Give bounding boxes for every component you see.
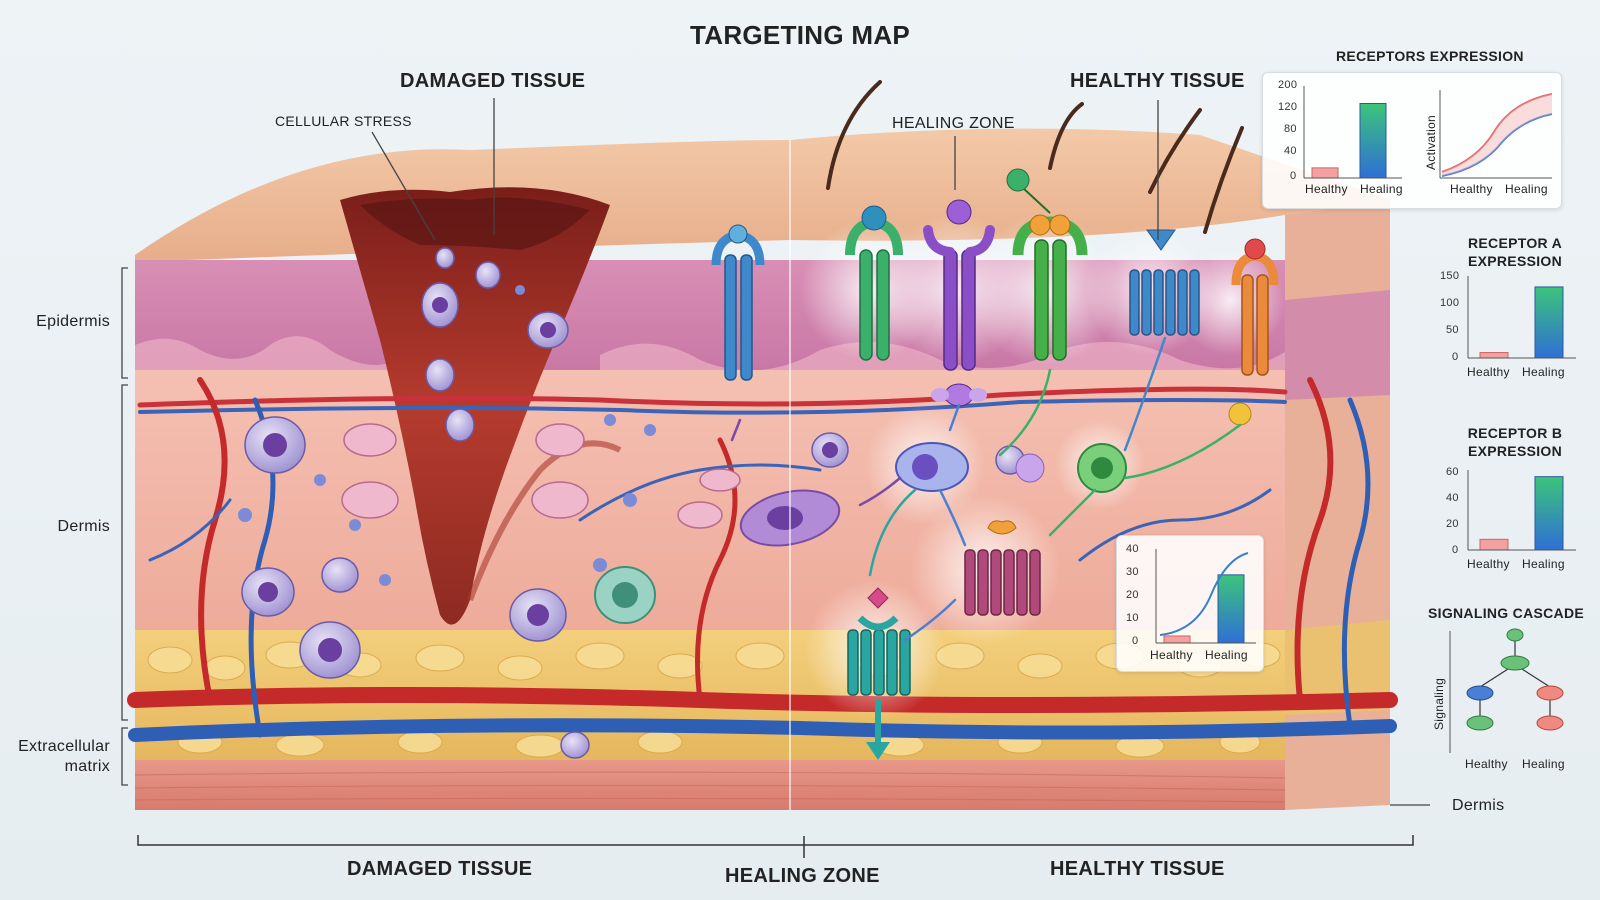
cascade-node-left-bottom: [1466, 715, 1494, 731]
layer-brackets: [121, 267, 128, 786]
inset-tick-30: 30: [1126, 566, 1139, 578]
rec-tick-120: 120: [1278, 101, 1298, 113]
bottom-healthy-tissue-label: HEALTHY TISSUE: [1050, 858, 1225, 880]
rb-tick-20: 20: [1446, 518, 1459, 530]
inset-cat-healthy: Healthy: [1150, 648, 1193, 662]
signaling-cascade-title: SIGNALING CASCADE: [1428, 605, 1584, 621]
figure-title: TARGETING MAP: [690, 20, 911, 50]
receptor-b-chart: [1467, 470, 1576, 551]
receptor-a-title-line1: RECEPTOR A: [1467, 235, 1562, 251]
inset-cat-healing: Healing: [1205, 648, 1248, 662]
receptor-gpcr-magenta: [964, 520, 1041, 616]
rb-tick-0: 0: [1452, 544, 1459, 556]
receptors-expression-title: RECEPTORS EXPRESSION: [1336, 48, 1524, 64]
cascade-node-top: [1506, 628, 1524, 642]
receptor-gpcr-teal: [847, 587, 911, 760]
zone-bracket: [137, 835, 1414, 858]
inset-bar-healthy: [1163, 635, 1191, 644]
cascade-node-left: [1466, 685, 1494, 701]
healing-zone-label: HEALING ZONE: [892, 115, 1015, 132]
bottom-damaged-tissue-label: DAMAGED TISSUE: [347, 858, 533, 880]
healthy-tissue-label: HEALTHY TISSUE: [1070, 70, 1245, 92]
inset-tick-10: 10: [1126, 612, 1139, 624]
inset-trend-curve: [1159, 552, 1249, 636]
ra-cat-healing: Healing: [1522, 365, 1565, 379]
signaling-cascade-diagram: [1449, 628, 1564, 753]
receptor-gpcr-blue: [1129, 229, 1200, 336]
receptor-a-title-line2: EXPRESSION: [1467, 253, 1563, 269]
damaged-tissue-label: DAMAGED TISSUE: [400, 70, 586, 92]
cellular-stress-label: CELLULAR STRESS: [275, 113, 412, 129]
receptor-b-bar-healing: [1534, 476, 1564, 551]
rec-tick-80: 80: [1284, 123, 1297, 135]
inset-chart: [1155, 549, 1256, 644]
cascade-node-right: [1536, 685, 1564, 701]
inset-tick-0: 0: [1132, 635, 1139, 647]
rec-tick-200: 200: [1278, 79, 1298, 91]
blood-vessels: [127, 377, 1398, 742]
receptor-orange: [1228, 238, 1279, 426]
leader-lines: [371, 98, 1430, 806]
receptor-a-bar-healthy: [1479, 352, 1509, 359]
rb-tick-60: 60: [1446, 466, 1459, 478]
rec-cat-healthy: Healthy: [1305, 182, 1348, 196]
inset-tick-20: 20: [1126, 589, 1139, 601]
rb-cat-healthy: Healthy: [1467, 557, 1510, 571]
rec-cat-healing: Healing: [1360, 182, 1403, 196]
cascade-node-right-bottom: [1536, 715, 1564, 731]
cascade-cat-healing: Healing: [1522, 757, 1565, 771]
signaling-arrows: [730, 336, 1242, 642]
cascade-node-mid: [1500, 655, 1530, 671]
receptor-blue-left: [711, 224, 765, 381]
ra-tick-0: 0: [1452, 351, 1459, 363]
layer-label-dermis: Dermis: [57, 518, 110, 535]
inset-bar-healing: [1217, 574, 1245, 644]
ra-tick-50: 50: [1446, 324, 1459, 336]
cascade-cat-healthy: Healthy: [1465, 757, 1508, 771]
signaling-cells: [895, 442, 1127, 493]
layer-label-ecm-line1: Extracellular: [18, 738, 110, 755]
rb-tick-40: 40: [1446, 492, 1459, 504]
act-cat-healing: Healing: [1505, 182, 1548, 196]
ra-tick-100: 100: [1440, 297, 1460, 309]
rec-tick-0: 0: [1290, 170, 1297, 182]
receptors-expression-bar-healthy: [1311, 167, 1339, 179]
act-cat-healthy: Healthy: [1450, 182, 1493, 196]
receptor-green-orange: [1006, 168, 1088, 361]
receptor-a-chart: [1467, 276, 1576, 359]
layer-label-dermis-right: Dermis: [1452, 797, 1505, 814]
skin-surface: [135, 128, 1390, 262]
activation-curve-healing: [1441, 113, 1553, 177]
hair-shafts: [826, 80, 1244, 234]
ra-tick-150: 150: [1440, 270, 1460, 282]
receptor-purple: [923, 199, 995, 407]
rb-cat-healing: Healing: [1522, 557, 1565, 571]
wound-crater: [340, 187, 610, 625]
receptor-a-bar-healing: [1534, 286, 1564, 359]
signaling-axis-label: Signaling: [1432, 677, 1446, 730]
activation-curve-healthy: [1441, 93, 1553, 173]
receptors-expression-card: [1262, 72, 1562, 209]
rec-tick-40: 40: [1284, 145, 1297, 157]
ra-cat-healthy: Healthy: [1467, 365, 1510, 379]
receptor-b-title-line1: RECEPTOR B: [1467, 425, 1563, 441]
layer-label-epidermis: Epidermis: [36, 313, 110, 330]
receptors-expression-bar-healing: [1359, 102, 1387, 179]
layer-label-ecm-line2: matrix: [64, 758, 110, 775]
immune-cells: [238, 247, 1025, 759]
receptor-b-title-line2: EXPRESSION: [1467, 443, 1563, 459]
bottom-healing-zone-label: HEALING ZONE: [725, 865, 880, 887]
receptors-expression-chart: [1303, 86, 1553, 179]
receptor-b-bar-healthy: [1479, 538, 1509, 551]
inset-tick-40: 40: [1126, 543, 1139, 555]
activation-axis-label: Activation: [1424, 114, 1438, 170]
receptor-green: [845, 205, 903, 361]
